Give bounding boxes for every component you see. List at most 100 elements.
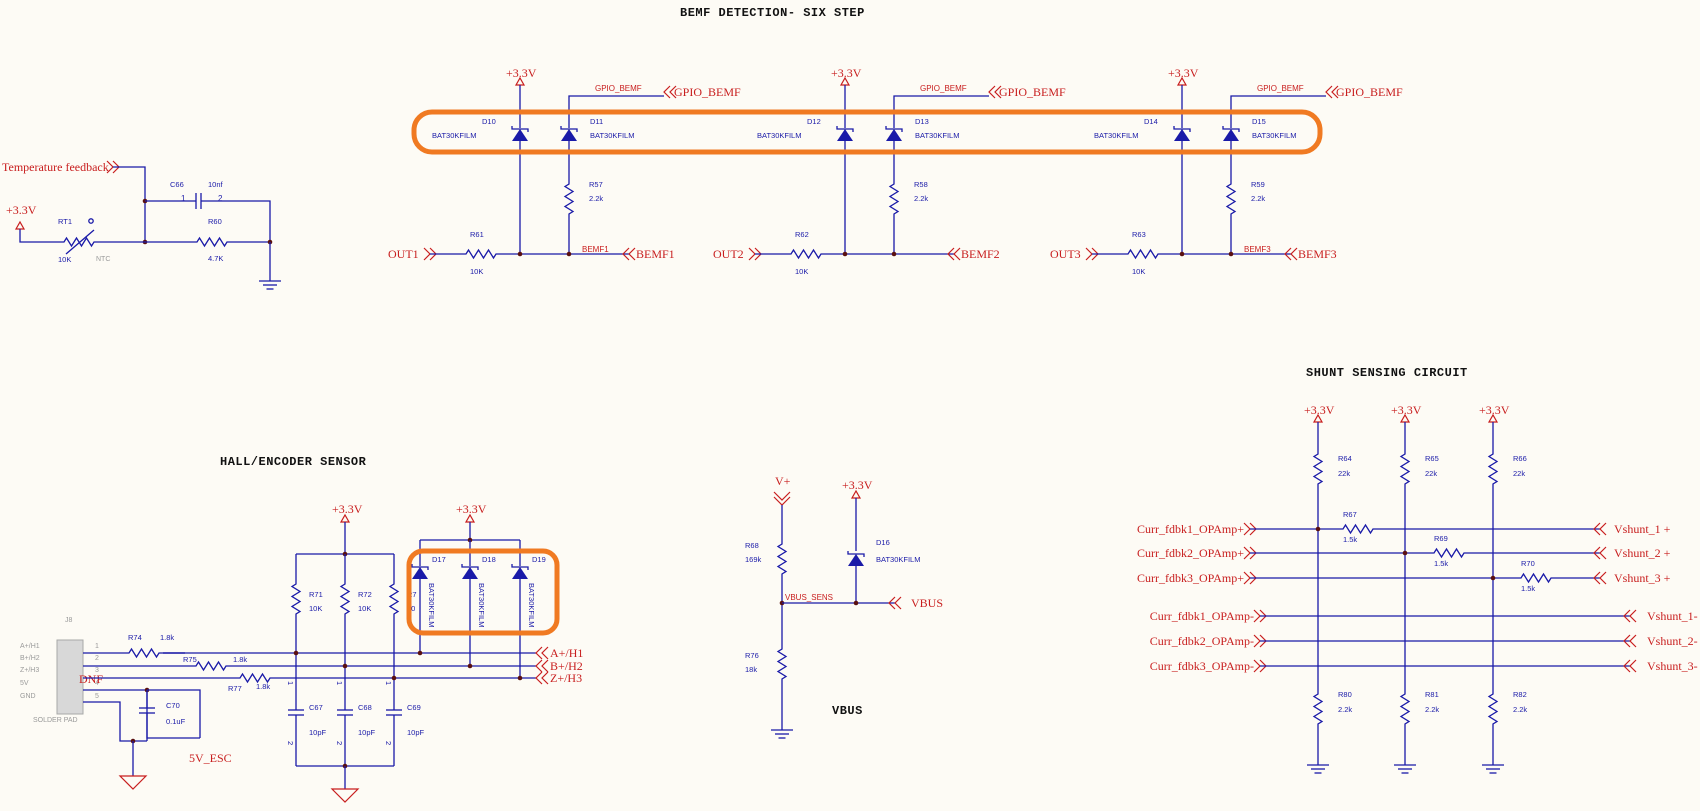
diode-d13 (885, 125, 903, 142)
c66-ref: C66 (170, 180, 184, 189)
hall-section-title: HALL/ENCODER SENSOR (220, 455, 367, 469)
diode-d11 (560, 125, 578, 142)
vbus-net: VBUS (911, 596, 943, 610)
hall-net-label-1: A+/H1 (550, 646, 583, 660)
diode-ref-d10: D10 (482, 117, 496, 126)
out-label-1: OUT1 (388, 247, 419, 261)
diode-part-d15: BAT30KFILM (1252, 131, 1296, 140)
diode-ref-d19: D19 (532, 555, 546, 564)
diode-part-d10: BAT30KFILM (432, 131, 476, 140)
res-ref-r59: R59 (1251, 180, 1265, 189)
diode-part-d11: BAT30KFILM (590, 131, 634, 140)
hall-port-2 (535, 659, 549, 673)
cap-val-c67: 10pF (309, 728, 327, 737)
res-r62 (786, 249, 826, 259)
res-r63 (1123, 249, 1163, 259)
diode-part-d14: BAT30KFILM (1094, 131, 1138, 140)
shunt-vcc-label-2: +3.3V (1391, 403, 1422, 417)
res-r65 (1400, 449, 1410, 489)
r75-value: 1.8k (233, 655, 247, 664)
res-ref-r67: R67 (1343, 510, 1357, 519)
temp-vcc-label: +3.3V (6, 203, 37, 217)
cap-pin2-3: 2 (384, 741, 393, 745)
gpio-bemf-net-3: GPIO_BEMF (1257, 84, 1304, 93)
rt1-value: 10K (58, 255, 71, 264)
bemf3-vcc-label: +3.3V (1168, 66, 1199, 80)
bemf2-vcc-label: +3.3V (831, 66, 862, 80)
res-ref-r81: R81 (1425, 690, 1439, 699)
res-val-r72: 10K (358, 604, 371, 613)
shunt-in-minus-2: Curr_fdbk2_OPAmp- (1150, 634, 1254, 648)
bemf-diodes-highlight (411, 109, 1323, 155)
r77-ref: R77 (228, 684, 242, 693)
esc-net: 5V_ESC (189, 751, 232, 765)
j8-pin-num-4: 4 (95, 680, 99, 687)
d16-ref: D16 (876, 538, 890, 547)
shunt-in-minus-3: Curr_fdbk3_OPAmp- (1150, 659, 1254, 673)
j8-pin-num-2: 2 (95, 655, 99, 662)
shunt-vcc-label-3: +3.3V (1479, 403, 1510, 417)
res-val-r69: 1.5k (1434, 559, 1448, 568)
shunt-in-plus-1: Curr_fdbk1_OPAmp+ (1137, 522, 1244, 536)
res-r81 (1400, 689, 1410, 729)
res-r70 (1516, 573, 1556, 583)
res-ref-r57: R57 (589, 180, 603, 189)
j8-pin-label-2: B+/H2 (20, 655, 40, 662)
vplus-label: V+ (775, 474, 791, 488)
cap-pin1-1: 1 (286, 681, 295, 685)
shunt-out-plus-2: Vshunt_2 + (1614, 546, 1671, 560)
out-label-2: OUT2 (713, 247, 744, 261)
shunt-out-plus-3: Vshunt_3 + (1614, 571, 1671, 585)
rt1-ref: RT1 (58, 217, 72, 226)
c66-pin1: 1 (181, 194, 186, 203)
hall-diode-vcc: +3.3V (456, 502, 487, 516)
dnf-label: DNF (79, 672, 103, 686)
diode-part-d18: BAT30KFILM (477, 583, 486, 627)
res-val-r66: 22k (1513, 469, 1525, 478)
c70-ref: C70 (166, 701, 180, 710)
res-r67 (1338, 524, 1378, 534)
res-r80 (1313, 689, 1323, 729)
r68-ref: R68 (745, 541, 759, 550)
d16-part: BAT30KFILM (876, 555, 920, 564)
hall-net-label-3: Z+/H3 (550, 671, 582, 685)
gpio-port-label-2: GPIO_BEMF (999, 85, 1066, 99)
j8-connector (56, 639, 84, 715)
temperature-feedback-net: Temperature feedback (2, 160, 109, 174)
res-ref-r62: R62 (795, 230, 809, 239)
r76-value: 18k (745, 665, 757, 674)
res-ref-r70: R70 (1521, 559, 1535, 568)
res-val-r81: 2.2k (1425, 705, 1439, 714)
diode-d14 (1173, 125, 1191, 142)
bemf-net-small-3: BEMF3 (1244, 245, 1271, 254)
res-val-r62: 10K (795, 267, 808, 276)
res-val-r71: 10K (309, 604, 322, 613)
res-ref-r61: R61 (470, 230, 484, 239)
cap-pin2-2: 2 (335, 741, 344, 745)
r60-ref: R60 (208, 217, 222, 226)
res-r82 (1488, 689, 1498, 729)
res-ref-r71: R71 (309, 590, 323, 599)
diode-d15 (1222, 125, 1240, 142)
j8-pin-label-1: A+/H1 (20, 643, 40, 650)
c66-value: 10nf (208, 180, 224, 189)
res-r69 (1429, 548, 1469, 558)
diode-part-d19: BAT30KFILM (527, 583, 536, 627)
diode-ref-d15: D15 (1252, 117, 1266, 126)
res-ref-r82: R82 (1513, 690, 1527, 699)
res-ref-r65: R65 (1425, 454, 1439, 463)
bemf-section-title: BEMF DETECTION- SIX STEP (680, 6, 865, 20)
c66-pin2: 2 (218, 194, 223, 203)
diode-ref-d17: D17 (432, 555, 446, 564)
diode-d19 (511, 563, 529, 580)
res-ref-r63: R63 (1132, 230, 1146, 239)
cap-val-c69: 10pF (407, 728, 425, 737)
res-ref-r7: R7 (407, 590, 417, 599)
shunt-out-minus-1: Vshunt_1- (1647, 609, 1698, 623)
cap-ref-c69: C69 (407, 703, 421, 712)
diode-part-d17: BAT30KFILM (427, 583, 436, 627)
cap-val-c68: 10pF (358, 728, 376, 737)
hall-diodes-highlight (406, 548, 560, 636)
